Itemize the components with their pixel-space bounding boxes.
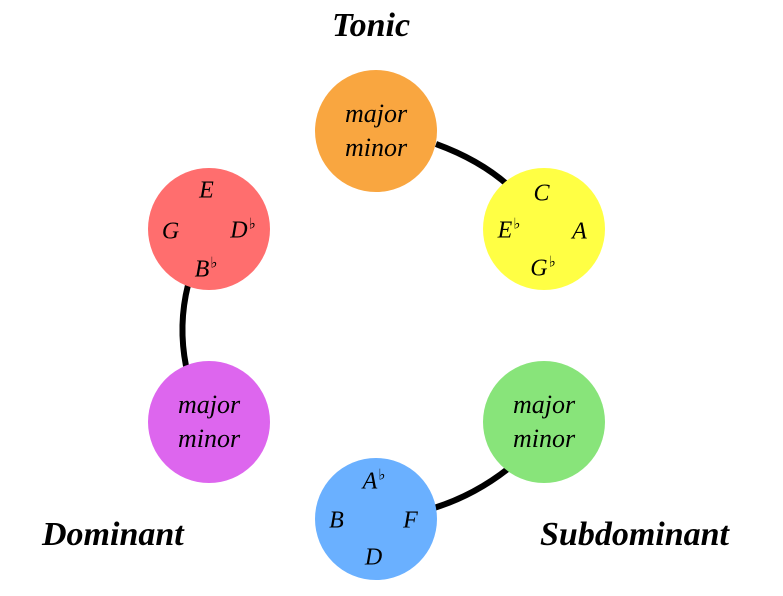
blue-note-circle: A♭ B F D xyxy=(315,458,437,580)
note-left: E♭ xyxy=(497,216,521,244)
major-label: major xyxy=(344,99,408,128)
tonic-label: Tonic xyxy=(332,7,411,44)
connector-red-dominant xyxy=(179,284,191,367)
dominant-label: Dominant xyxy=(42,516,184,553)
red-note-circle: E G D♭ B♭ xyxy=(148,168,270,290)
minor-label: minor xyxy=(344,133,408,162)
major-label: major xyxy=(177,390,241,419)
subdominant-mode-circle: major minor xyxy=(483,361,605,483)
minor-label: minor xyxy=(512,424,576,453)
note-bottom: B♭ xyxy=(194,255,218,283)
note-bottom: G♭ xyxy=(530,254,556,282)
note-top: E xyxy=(199,177,214,204)
subdominant-label: Subdominant xyxy=(540,516,729,553)
minor-label: minor xyxy=(177,424,241,453)
note-left: G xyxy=(161,218,180,245)
note-top: A♭ xyxy=(362,467,386,495)
connector-subdominant-blue xyxy=(433,465,511,511)
note-left: B xyxy=(329,507,344,534)
note-right: F xyxy=(403,507,418,534)
note-right: A xyxy=(572,218,587,245)
major-label: major xyxy=(512,390,576,419)
connector-tonic-yellow xyxy=(434,141,512,189)
yellow-note-circle: C E♭ A G♭ xyxy=(483,168,605,290)
note-right: D♭ xyxy=(230,216,256,244)
note-bottom: D xyxy=(364,544,383,571)
note-top: C xyxy=(533,180,550,207)
tonic-mode-circle: major minor xyxy=(315,70,437,192)
dominant-mode-circle: major minor xyxy=(148,361,270,483)
